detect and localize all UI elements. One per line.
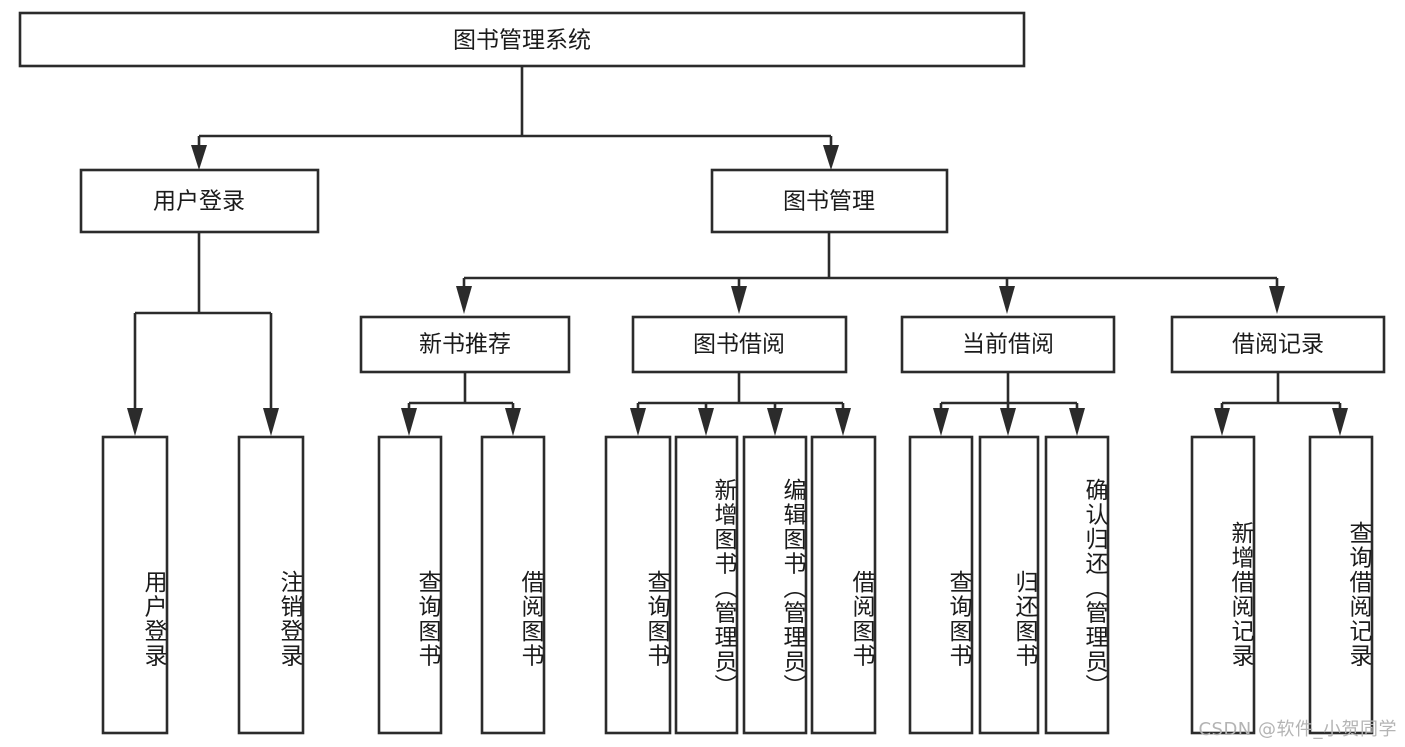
leaf-box-return-book[interactable]: [978, 435, 1040, 735]
arrow-head-icon: [731, 286, 747, 314]
node-borrow-record[interactable]: 借阅记录: [1170, 315, 1386, 374]
leaf-box-add-book-admin[interactable]: [674, 435, 739, 735]
connector-book-management-to-level3: [456, 232, 1285, 314]
leaf-box-query-book-3[interactable]: [908, 435, 974, 735]
node-book-management[interactable]: 图书管理: [710, 168, 949, 234]
leaf-box-query-book-2[interactable]: [604, 435, 672, 735]
csdn-watermark: CSDN @软件_小贺同学: [1198, 719, 1397, 740]
leaf-box-query-borrow-record[interactable]: [1308, 435, 1374, 735]
arrow-head-icon: [698, 408, 714, 436]
node-borrow-record-label: 借阅记录: [1232, 332, 1324, 358]
leaf-box-logout[interactable]: [237, 435, 305, 735]
node-new-book-recommend[interactable]: 新书推荐: [359, 315, 571, 374]
connector-new-book-recommend-to-leaves: [401, 372, 521, 436]
arrow-head-icon: [456, 286, 472, 314]
arrow-head-icon: [505, 408, 521, 436]
leaf-box-edit-book-admin[interactable]: [742, 435, 808, 735]
leaf-box-borrow-book-1[interactable]: [480, 435, 546, 735]
arrow-head-icon: [127, 408, 143, 436]
arrow-head-icon: [1332, 408, 1348, 436]
leaf-box-user-login[interactable]: [101, 435, 169, 735]
leaf-box-borrow-book-2[interactable]: [810, 435, 877, 735]
node-current-borrow-label: 当前借阅: [962, 332, 1054, 358]
arrow-head-icon: [1000, 408, 1016, 436]
node-current-borrow-box[interactable]: [900, 315, 1116, 374]
arrow-head-icon: [263, 408, 279, 436]
arrow-head-icon: [1214, 408, 1230, 436]
node-book-borrow[interactable]: 图书借阅: [631, 315, 848, 374]
node-new-book-recommend-box[interactable]: [359, 315, 571, 374]
node-root-label: 图书管理系统: [453, 28, 591, 54]
arrow-head-icon: [1269, 286, 1285, 314]
node-current-borrow[interactable]: 当前借阅: [900, 315, 1116, 374]
node-user-login[interactable]: 用户登录: [79, 168, 320, 234]
arrow-head-icon: [823, 145, 839, 170]
arrow-head-icon: [191, 145, 207, 170]
leaf-box-add-borrow-record[interactable]: [1190, 435, 1256, 735]
arrow-head-icon: [933, 408, 949, 436]
arrow-head-icon: [835, 408, 851, 436]
connector-current-borrow-to-leaves: [933, 372, 1085, 436]
node-root[interactable]: 图书管理系统: [18, 11, 1026, 68]
arrow-head-icon: [630, 408, 646, 436]
connector-root-to-level2: [191, 66, 839, 170]
arrow-head-icon: [401, 408, 417, 436]
leaf-box-query-book-1[interactable]: [377, 435, 443, 735]
connector-book-borrow-to-leaves: [630, 372, 851, 436]
connector-borrow-record-to-leaves: [1214, 372, 1348, 436]
connector-user-login-to-leaves: [127, 232, 279, 436]
arrow-head-icon: [767, 408, 783, 436]
leaf-box-confirm-return-admin[interactable]: [1044, 435, 1110, 735]
node-user-login-label: 用户登录: [153, 189, 245, 215]
arrow-head-icon: [999, 286, 1015, 314]
node-book-management-label: 图书管理: [783, 189, 875, 215]
node-root-box[interactable]: [18, 11, 1026, 68]
arrow-head-icon: [1069, 408, 1085, 436]
node-book-borrow-label: 图书借阅: [693, 332, 785, 358]
node-user-login-box[interactable]: [79, 168, 320, 234]
node-new-book-recommend-label: 新书推荐: [419, 332, 511, 358]
